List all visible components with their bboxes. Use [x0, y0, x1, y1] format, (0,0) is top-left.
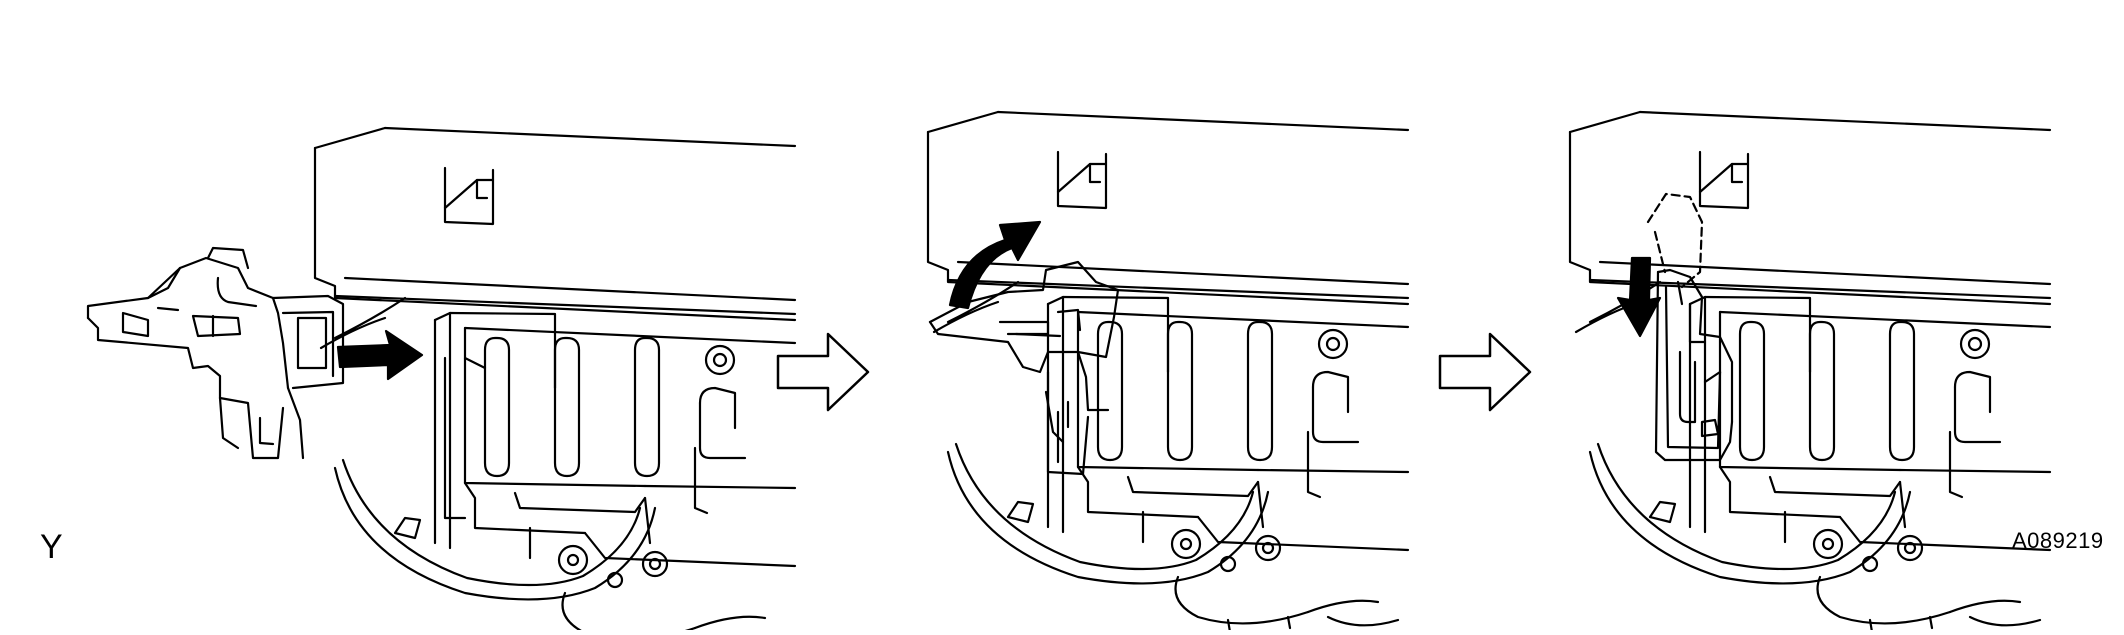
panel-3-housing — [1568, 110, 2052, 634]
solid-down-arrow — [1616, 256, 1662, 338]
corner-label: Y — [40, 528, 63, 566]
outline-right-arrow-2 — [1438, 332, 1532, 412]
solid-right-arrow — [336, 329, 424, 381]
curved-arrow — [948, 220, 1042, 310]
panel-3-component — [1646, 192, 1734, 462]
panel-2-housing — [926, 110, 1410, 634]
panel-2-component — [928, 260, 1120, 476]
panel-1-housing — [313, 126, 797, 635]
panel-1-component — [86, 246, 345, 460]
outline-right-arrow-1 — [776, 332, 870, 412]
figure-code: A089219 — [2012, 528, 2104, 553]
